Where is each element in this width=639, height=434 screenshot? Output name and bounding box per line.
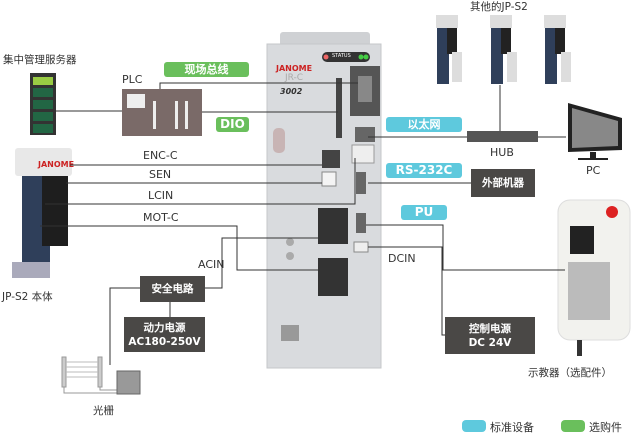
plc-label: PLC: [122, 73, 143, 86]
controller-brand: JANOME: [276, 64, 313, 73]
connection-lines: [40, 82, 566, 365]
mot-c-label: MOT-C: [143, 211, 179, 224]
power-supply-title: 动力电源: [143, 321, 186, 334]
controller-number: 3002: [280, 87, 303, 96]
legend-swatch-option: [561, 420, 585, 432]
power-supply-spec: AC180-250V: [128, 335, 201, 348]
light-curtain-image: [61, 356, 141, 395]
robot-label: JP-S2 本体: [2, 291, 53, 303]
control-power-spec: DC 24V: [468, 336, 512, 349]
legend-swatch-standard: [462, 420, 486, 432]
pu-tag: PU: [401, 205, 447, 220]
lcin-label: LCIN: [148, 189, 174, 202]
robot-image: JANOME: [12, 148, 74, 278]
svg-text:JANOME: JANOME: [37, 160, 74, 169]
dio-tag: DIO: [216, 117, 249, 132]
server-image: [30, 73, 56, 135]
acin-label: ACIN: [198, 258, 225, 271]
hub-label: HUB: [490, 146, 514, 159]
enc-c-label: ENC-C: [143, 149, 178, 162]
safety-circuit-box: 安全电路: [140, 276, 205, 302]
ethernet-tag: 以太网: [386, 117, 462, 132]
control-power-title: 控制电源: [469, 322, 511, 335]
other-robots-image: [436, 15, 571, 84]
light-curtain-label: 光栅: [93, 405, 114, 417]
fieldbus-tag: 现场总线: [164, 62, 249, 77]
controller-unit: [266, 32, 382, 369]
external-device-label: 外部机器: [482, 177, 524, 189]
plc-image: [122, 89, 202, 136]
sen-label: SEN: [149, 168, 172, 181]
legend-option-label: 选购件: [589, 421, 622, 434]
other-robots-label: 其他的JP-S2: [470, 1, 528, 13]
dcin-label: DCIN: [388, 252, 416, 265]
external-device-box: 外部机器: [471, 169, 535, 197]
controller-model: JR-C: [285, 73, 304, 83]
rs232c-tag: RS-232C: [386, 163, 462, 178]
hub-image: [467, 131, 538, 142]
legend-standard-label: 标准设备: [490, 421, 534, 434]
safety-circuit-label: 安全电路: [151, 283, 194, 295]
pc-monitor-image: [568, 103, 622, 160]
teach-pendant-image: [557, 199, 631, 356]
server-label: 集中管理服务器: [3, 54, 77, 66]
status-indicator: STATUS: [332, 53, 351, 59]
pc-label: PC: [586, 164, 601, 177]
pendant-label: 示教器（选配件）: [528, 367, 612, 379]
